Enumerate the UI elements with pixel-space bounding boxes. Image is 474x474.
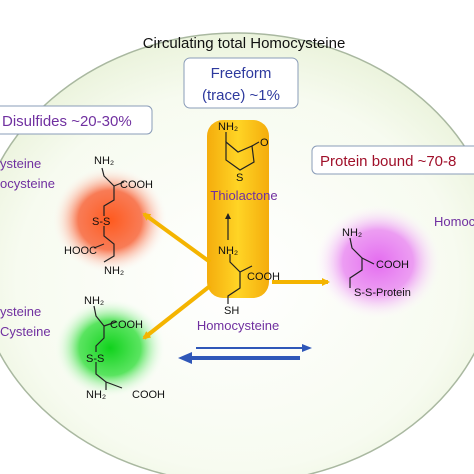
protein-bound-header: Protein bound ~70-8 bbox=[320, 153, 456, 170]
disulfide-label-homocysteine-1: ocysteine bbox=[0, 176, 55, 191]
arrow-to-green-dimer bbox=[142, 284, 212, 340]
pink-glow bbox=[314, 204, 442, 320]
orange-nh2-top: NH₂ bbox=[94, 155, 114, 167]
protein-ss-protein: S-S-Protein bbox=[354, 287, 411, 299]
arrow-to-orange-dimer bbox=[142, 212, 212, 264]
freeform-percent: (trace) ~1% bbox=[202, 87, 280, 104]
protein-nh2: NH₂ bbox=[342, 227, 362, 239]
thiolactone-s: S bbox=[236, 172, 243, 184]
orange-glow bbox=[52, 166, 168, 274]
thiolactone-o: O bbox=[260, 137, 269, 149]
disulfides-box: Disulfides ~20-30% bbox=[0, 105, 153, 135]
green-nh2-top: NH₂ bbox=[84, 295, 104, 307]
green-ss: S-S bbox=[86, 353, 104, 365]
freeform-box: Freeform (trace) ~1% bbox=[183, 57, 299, 109]
green-nh2-bottom: NH₂ bbox=[86, 389, 106, 401]
green-glow bbox=[54, 298, 166, 398]
homocysteine-sh: SH bbox=[224, 305, 239, 317]
orange-nh2-bottom: NH₂ bbox=[104, 265, 124, 277]
thiolactone-nh2: NH₂ bbox=[218, 121, 238, 133]
diagram-title: Circulating total Homocysteine bbox=[143, 35, 346, 52]
homocysteine-label: Homocysteine bbox=[197, 318, 279, 333]
disulfide-label-cysteine-3: Cysteine bbox=[0, 324, 51, 339]
homocysteine-molecule bbox=[227, 254, 253, 304]
thiolactone-molecule bbox=[225, 132, 260, 171]
homocysteine-nh2: NH₂ bbox=[218, 245, 238, 257]
thiolactone-label: Thiolactone bbox=[210, 188, 277, 203]
green-cooh-top: COOH bbox=[110, 319, 143, 331]
disulfide-label-cysteine-1: ysteine bbox=[0, 156, 41, 171]
freeform-label: Freeform bbox=[211, 65, 272, 82]
homocysteine-cooh: COOH bbox=[247, 271, 280, 283]
homocysteine-highlight-bar bbox=[207, 120, 269, 298]
green-dimer-molecule bbox=[93, 305, 123, 390]
green-cooh-bottom: COOH bbox=[132, 389, 165, 401]
equilibrium-arrows bbox=[178, 344, 312, 364]
protein-molecule bbox=[349, 237, 375, 288]
disulfide-label-cysteine-2: ysteine bbox=[0, 304, 41, 319]
orange-hooc: HOOC bbox=[64, 245, 97, 257]
disulfides-header: Disulfides ~20-30% bbox=[2, 113, 132, 130]
orange-cooh: COOH bbox=[120, 179, 153, 191]
orange-dimer-molecule bbox=[93, 167, 125, 263]
protein-bound-box: Protein bound ~70-8 bbox=[311, 145, 474, 175]
orange-ss: S-S bbox=[92, 216, 110, 228]
protein-cooh: COOH bbox=[376, 259, 409, 271]
protein-side-label: Homoc bbox=[434, 214, 474, 229]
